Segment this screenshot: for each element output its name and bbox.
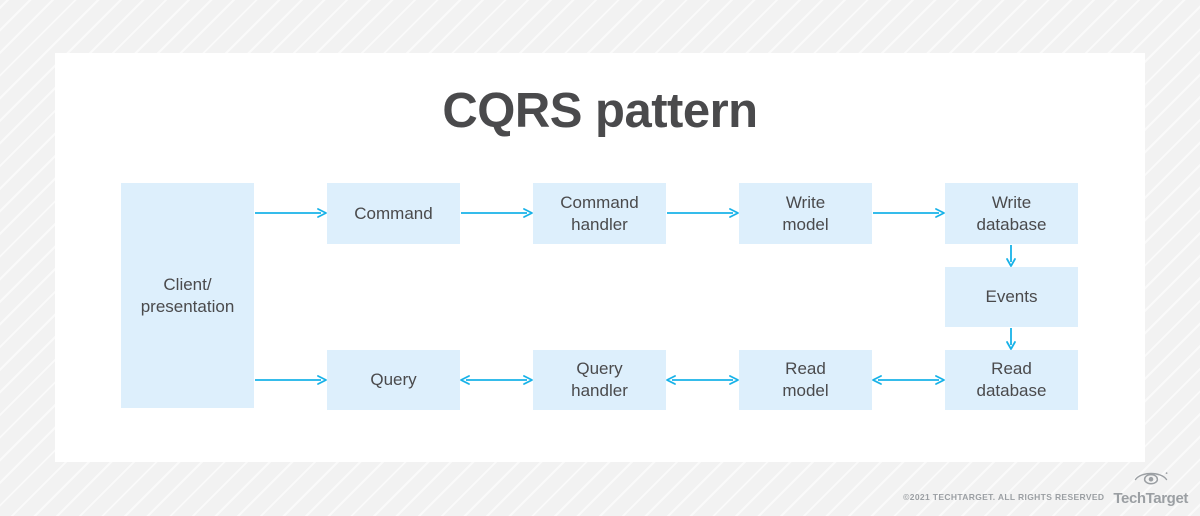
node-query-handler: Query handler bbox=[533, 350, 666, 410]
techtarget-logo: TechTarget bbox=[1113, 470, 1188, 506]
footer: ©2021 TECHTARGET. ALL RIGHTS RESERVED Te… bbox=[903, 470, 1188, 506]
node-read-database: Read database bbox=[945, 350, 1078, 410]
techtarget-wordmark: TechTarget bbox=[1113, 490, 1188, 507]
node-read-model: Read model bbox=[739, 350, 872, 410]
eye-icon bbox=[1134, 470, 1168, 490]
node-write-model: Write model bbox=[739, 183, 872, 244]
arrow-query-handler-to-read-model bbox=[666, 373, 739, 387]
arrow-client-to-command bbox=[254, 206, 327, 220]
arrow-write-model-to-write-database bbox=[872, 206, 945, 220]
arrow-read-model-to-read-database bbox=[872, 373, 945, 387]
node-query: Query bbox=[327, 350, 460, 410]
page-title: CQRS pattern bbox=[442, 84, 758, 138]
arrow-write-database-to-events bbox=[1004, 244, 1018, 267]
node-write-database: Write database bbox=[945, 183, 1078, 244]
node-client: Client/ presentation bbox=[121, 183, 254, 408]
cqrs-flow-diagram: Client/ presentation Command Command handl… bbox=[55, 53, 1145, 462]
arrow-query-to-query-handler bbox=[460, 373, 533, 387]
copyright-text: ©2021 TECHTARGET. ALL RIGHTS RESERVED bbox=[903, 492, 1105, 502]
arrow-client-to-query bbox=[254, 373, 327, 387]
arrow-command-handler-to-write-model bbox=[666, 206, 739, 220]
arrow-events-to-read-database bbox=[1004, 327, 1018, 350]
node-command: Command bbox=[327, 183, 460, 244]
content-panel: CQRS pattern Client/ presentation Command… bbox=[55, 53, 1145, 462]
arrow-command-to-command-handler bbox=[460, 206, 533, 220]
node-command-handler: Command handler bbox=[533, 183, 666, 244]
node-events: Events bbox=[945, 267, 1078, 327]
